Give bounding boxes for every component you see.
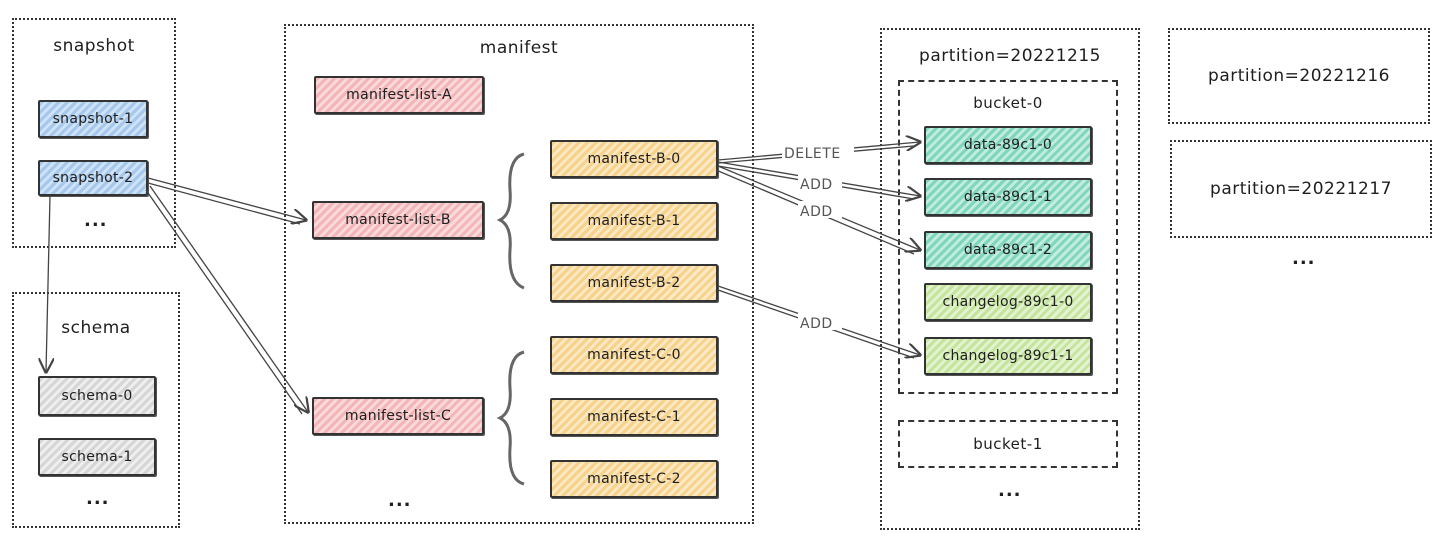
changelog-89c1-1-node[interactable]: changelog-89c1-1 [924,337,1092,375]
edge-label-add-3: ADD [800,316,833,332]
manifest-group: manifest [284,24,754,524]
edge-snapshot2-listB [147,177,306,224]
bucket-0-title: bucket-0 [973,94,1043,112]
changelog-89c1-0-node[interactable]: changelog-89c1-0 [924,283,1092,321]
data-89c1-1-node[interactable]: data-89c1-1 [924,178,1092,216]
manifest-c-2-node[interactable]: manifest-C-2 [550,460,718,498]
snapshot-ellipsis: ... [84,210,108,231]
data-89c1-0-node[interactable]: data-89c1-0 [924,126,1092,164]
bucket-0-group: bucket-0 [898,80,1118,394]
manifest-list-c-node[interactable]: manifest-list-C [312,397,484,435]
schema-1-node[interactable]: schema-1 [38,438,156,476]
partition-ellipsis: ... [998,480,1022,501]
edge-label-add-2: ADD [800,204,833,220]
edge-snapshot2-listC [145,185,308,414]
partitions-ellipsis: ... [1292,248,1316,269]
brace-manifest-b [496,152,525,290]
edge-label-delete: DELETE [784,146,841,162]
edge-snapshot2-schema0 [46,195,50,372]
brace-manifest-c [496,350,525,486]
partition-20221216-title: partition=20221216 [1208,66,1390,86]
manifest-c-1-node[interactable]: manifest-C-1 [550,398,718,436]
partition-20221217-group: partition=20221217 [1170,140,1432,238]
partition-20221215-group: partition=20221215 [880,28,1140,530]
schema-0-node[interactable]: schema-0 [38,376,156,416]
snapshot-2-node[interactable]: snapshot-2 [38,160,148,196]
partition-20221217-title: partition=20221217 [1210,179,1392,199]
schema-group-title: schema [61,318,131,338]
edge-label-add-1: ADD [800,177,833,193]
data-89c1-2-node[interactable]: data-89c1-2 [924,231,1092,269]
manifest-ellipsis: ... [388,490,412,511]
schema-group: schema [12,292,180,528]
snapshot-1-node[interactable]: snapshot-1 [38,100,148,138]
bucket-1-group: bucket-1 [898,420,1118,468]
manifest-list-b-node[interactable]: manifest-list-B [312,201,484,239]
snapshot-group-title: snapshot [53,36,135,56]
manifest-list-a-node[interactable]: manifest-list-A [314,76,484,114]
manifest-b-2-node[interactable]: manifest-B-2 [550,264,718,302]
schema-ellipsis: ... [86,488,110,509]
partition-20221216-group: partition=20221216 [1168,28,1430,124]
manifest-b-0-node[interactable]: manifest-B-0 [550,140,718,178]
manifest-c-0-node[interactable]: manifest-C-0 [550,336,718,374]
manifest-group-title: manifest [479,38,559,58]
snapshot-group: snapshot [12,18,176,248]
manifest-b-1-node[interactable]: manifest-B-1 [550,202,718,240]
bucket-1-title: bucket-1 [973,435,1043,453]
partition-20221215-title: partition=20221215 [919,46,1101,66]
